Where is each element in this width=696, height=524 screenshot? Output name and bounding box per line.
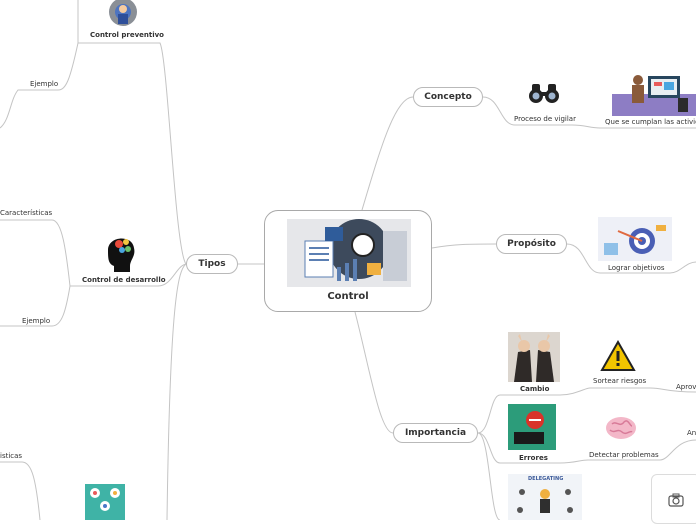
control-illustration xyxy=(287,219,411,287)
gear-worker-icon xyxy=(109,0,137,26)
central-node[interactable]: Control xyxy=(264,210,432,312)
errores-label: Errores xyxy=(519,454,548,462)
central-title: Control xyxy=(327,291,369,302)
ejemplo-2-label: Ejemplo xyxy=(22,317,51,325)
control-preventivo-label: Control preventivo xyxy=(90,31,164,39)
caracteristicas-2-label: isticas xyxy=(0,452,23,460)
target-icon xyxy=(598,217,672,261)
proposito-node[interactable]: Propósito xyxy=(496,234,567,254)
camera-icon xyxy=(668,493,684,507)
network-icon xyxy=(85,484,125,520)
delegating-image: DELEGATING xyxy=(508,474,582,520)
tipos-node[interactable]: Tipos xyxy=(186,254,238,274)
head-icon xyxy=(108,238,135,272)
brain-icon xyxy=(606,417,636,439)
detectar-label: Detectar problemas xyxy=(589,451,659,459)
binoculars-icon xyxy=(529,84,559,103)
cambio-image xyxy=(508,332,560,382)
caracteristicas-1-label: Características xyxy=(0,209,53,217)
proposito-label: Propósito xyxy=(507,239,556,249)
concepto-node[interactable]: Concepto xyxy=(413,87,483,107)
delegating-label: DELEGATING xyxy=(528,476,564,482)
lograr-label: Lograr objetivos xyxy=(608,264,665,272)
importancia-label: Importancia xyxy=(404,428,467,438)
control-desarrollo-label: Control de desarrollo xyxy=(82,276,166,284)
proceso-label: Proceso de vigilar xyxy=(514,115,576,123)
warning-icon xyxy=(600,340,636,371)
an-label: An xyxy=(687,429,696,437)
screenshot-button[interactable] xyxy=(651,474,696,524)
cambio-label: Cambio xyxy=(520,385,550,393)
ejemplo-1-label: Ejemplo xyxy=(30,80,59,88)
tipos-label: Tipos xyxy=(198,259,226,269)
importancia-node[interactable]: Importancia xyxy=(393,423,478,443)
errores-image xyxy=(508,404,556,450)
aprov-label: Aprov xyxy=(676,383,696,391)
cumplan-label: Que se cumplan las activida xyxy=(605,118,696,126)
concepto-label: Concepto xyxy=(424,92,472,102)
monitor-person-icon xyxy=(612,75,696,116)
sortear-label: Sortear riesgos xyxy=(593,377,647,385)
delegating-figures xyxy=(517,489,573,513)
